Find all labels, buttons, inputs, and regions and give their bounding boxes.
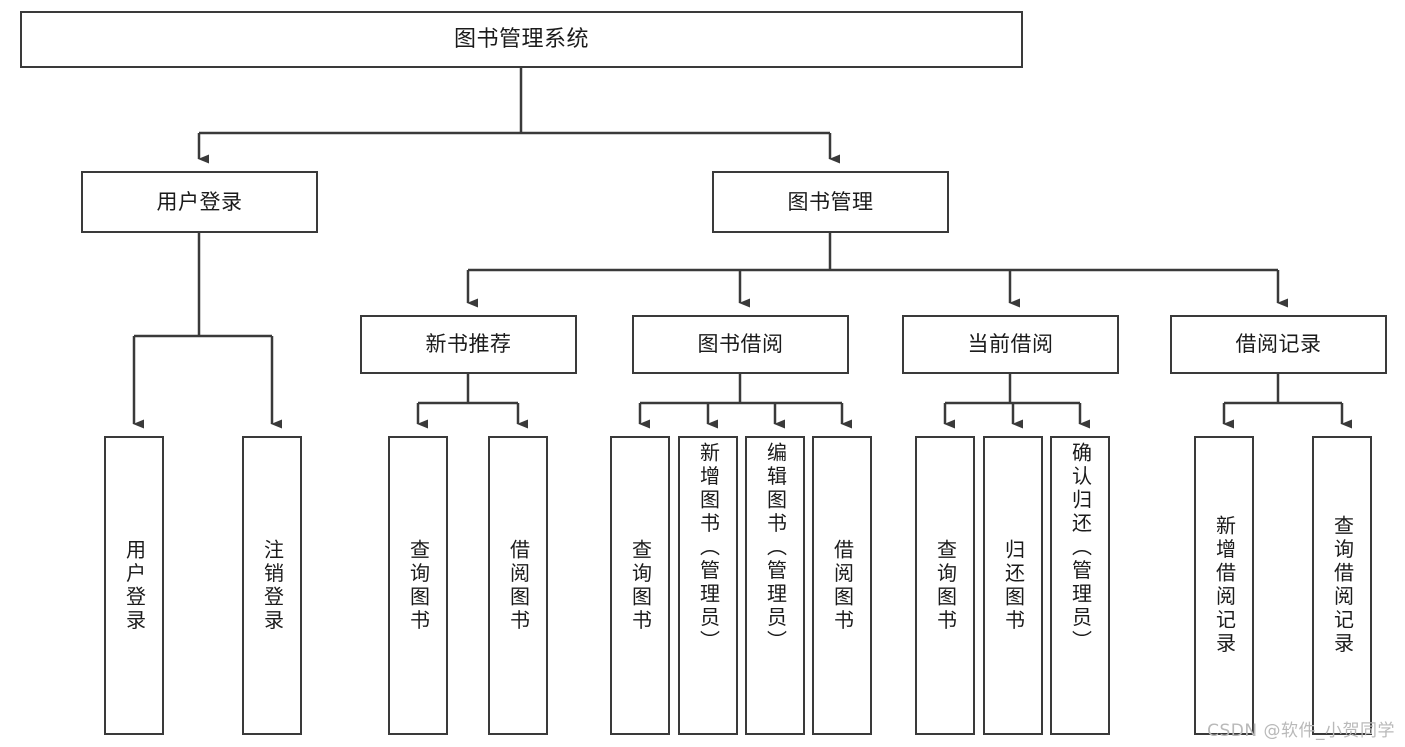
leaf-query-record[interactable]: 查询借阅记录 bbox=[1312, 436, 1372, 735]
node-current-borrow[interactable]: 当前借阅 bbox=[902, 315, 1119, 374]
node-borrow-record[interactable]: 借阅记录 bbox=[1170, 315, 1387, 374]
leaf-edit-book[interactable]: 编辑图书（管理员） bbox=[745, 436, 805, 735]
leaf-user-logout-label: 注销登录 bbox=[260, 538, 285, 633]
leaf-add-book[interactable]: 新增图书（管理员） bbox=[678, 436, 738, 735]
leaf-query-book-3-label: 查询图书 bbox=[933, 538, 958, 633]
leaf-query-book-2-label: 查询图书 bbox=[628, 538, 653, 633]
leaf-query-record-label: 查询借阅记录 bbox=[1330, 515, 1355, 656]
watermark: CSDN @软件_小贺同学 bbox=[1207, 721, 1395, 741]
leaf-add-book-label: 新增图书（管理员） bbox=[696, 442, 721, 654]
leaf-query-book-1-label: 查询图书 bbox=[406, 538, 431, 633]
leaf-confirm-return[interactable]: 确认归还（管理员） bbox=[1050, 436, 1110, 735]
node-book-management[interactable]: 图书管理 bbox=[712, 171, 949, 233]
leaf-return-book[interactable]: 归还图书 bbox=[983, 436, 1043, 735]
leaf-add-record-label: 新增借阅记录 bbox=[1212, 515, 1237, 656]
leaf-query-book-2[interactable]: 查询图书 bbox=[610, 436, 670, 735]
leaf-query-book-3[interactable]: 查询图书 bbox=[915, 436, 975, 735]
node-current-borrow-label: 当前借阅 bbox=[967, 332, 1054, 357]
leaf-user-login-label: 用户登录 bbox=[122, 538, 147, 633]
node-user-login-label: 用户登录 bbox=[156, 189, 243, 214]
node-book-management-label: 图书管理 bbox=[787, 189, 874, 214]
leaf-borrow-book-2[interactable]: 借阅图书 bbox=[812, 436, 872, 735]
leaf-user-login[interactable]: 用户登录 bbox=[104, 436, 164, 735]
leaf-borrow-book-1[interactable]: 借阅图书 bbox=[488, 436, 548, 735]
node-user-login[interactable]: 用户登录 bbox=[81, 171, 318, 233]
node-new-book-recommend[interactable]: 新书推荐 bbox=[360, 315, 577, 374]
leaf-borrow-book-1-label: 借阅图书 bbox=[506, 538, 531, 633]
leaf-return-book-label: 归还图书 bbox=[1001, 538, 1026, 633]
node-borrow-record-label: 借阅记录 bbox=[1235, 332, 1322, 357]
leaf-user-logout[interactable]: 注销登录 bbox=[242, 436, 302, 735]
leaf-add-record[interactable]: 新增借阅记录 bbox=[1194, 436, 1254, 735]
node-root-label: 图书管理系统 bbox=[453, 26, 589, 52]
leaf-confirm-return-label: 确认归还（管理员） bbox=[1068, 442, 1093, 654]
node-root[interactable]: 图书管理系统 bbox=[20, 11, 1023, 68]
node-new-book-recommend-label: 新书推荐 bbox=[425, 332, 512, 357]
leaf-query-book-1[interactable]: 查询图书 bbox=[388, 436, 448, 735]
node-book-borrow-label: 图书借阅 bbox=[697, 332, 784, 357]
leaf-edit-book-label: 编辑图书（管理员） bbox=[763, 442, 788, 654]
leaf-borrow-book-2-label: 借阅图书 bbox=[830, 538, 855, 633]
node-book-borrow[interactable]: 图书借阅 bbox=[632, 315, 849, 374]
